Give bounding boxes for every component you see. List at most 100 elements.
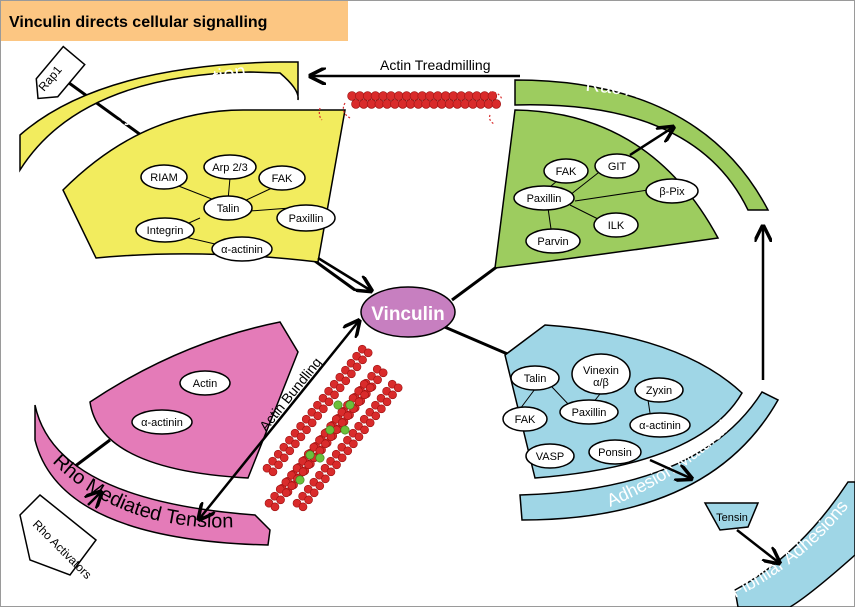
treadmilling-curl-arrows <box>318 91 503 125</box>
new-adhesion-arc <box>19 61 299 173</box>
actin-monomer <box>349 439 358 449</box>
actin-monomer <box>335 383 345 393</box>
yellow-sector <box>62 109 346 263</box>
actin-monomer <box>378 91 388 101</box>
blue-node-talin <box>510 365 560 391</box>
actin-monomer <box>281 488 291 498</box>
blue-label-fak: FAK <box>515 414 536 426</box>
to-fibrillar-arrow <box>736 529 778 562</box>
actin-monomer <box>390 99 400 109</box>
actin-monomer <box>452 99 462 109</box>
actin-monomer <box>343 446 353 456</box>
actin-monomer <box>429 99 439 109</box>
actin-monomer <box>401 91 412 101</box>
actin-monomer <box>417 91 427 101</box>
actin-monomer <box>388 390 397 400</box>
actin-monomer <box>291 439 300 449</box>
actin-monomer <box>448 91 459 101</box>
actin-monomer <box>315 481 325 491</box>
actin-monomer <box>321 474 330 484</box>
actin-monomer <box>421 99 431 109</box>
actin-monomer <box>437 99 447 109</box>
actin-monomer <box>352 362 362 372</box>
actin-monomer <box>302 425 311 435</box>
actin-monomer <box>343 411 353 421</box>
actin-monomer <box>468 99 478 109</box>
actin-monomer <box>270 502 280 512</box>
actin-monomer <box>460 99 470 109</box>
actin-monomer <box>371 411 381 421</box>
pink-sector <box>89 321 299 479</box>
bundling-protein <box>325 425 335 435</box>
actin-monomer <box>476 99 486 109</box>
pink-label-actin: Actin <box>193 378 217 390</box>
actin-monomer <box>370 91 381 101</box>
actin-monomer <box>307 418 317 428</box>
green-node-ilk <box>593 212 639 238</box>
vinculin-label: Vinculin <box>371 304 445 325</box>
actin-monomer <box>330 390 339 400</box>
actin-monomer <box>491 99 501 109</box>
actin-monomer <box>319 404 328 414</box>
green-label-ilk: ILK <box>608 220 625 232</box>
bundling-protein <box>340 425 350 435</box>
actin-monomer <box>285 446 295 456</box>
actin-monomer <box>425 91 435 101</box>
blue-node-ponsin <box>588 439 642 465</box>
actin-monomer <box>374 99 384 109</box>
rap1-box <box>35 45 86 100</box>
actin-monomer <box>313 411 323 421</box>
pink-label-alpha-actinin: α-actinin <box>141 417 183 429</box>
yellow-node-integrin <box>135 217 195 243</box>
blue-node-fak <box>502 406 548 432</box>
green-node-beta-pix <box>645 178 699 204</box>
actin-monomer <box>354 432 364 442</box>
actin-monomer <box>287 481 297 491</box>
green-label-paxillin: Paxillin <box>527 193 562 205</box>
actin-monomer <box>398 99 408 109</box>
to-rac-arrow <box>629 128 672 157</box>
actin-monomer <box>298 502 308 512</box>
actin-monomer <box>360 425 369 435</box>
blue-label-talin: Talin <box>524 373 547 385</box>
actin-monomer <box>347 369 356 379</box>
to-maturation-arrow <box>649 458 690 478</box>
actin-monomer <box>409 91 420 101</box>
blue-connector <box>439 323 511 357</box>
yellow-label-talin: Talin <box>217 203 240 215</box>
yellow-label-alpha-actinin: α-actinin <box>221 244 263 256</box>
yellow-node-talin <box>203 195 253 221</box>
yellow-label-paxillin: Paxillin <box>289 213 324 225</box>
actin-monomer <box>393 383 403 393</box>
pink-node-actin <box>179 370 231 396</box>
bundling-protein <box>315 453 325 463</box>
actin-monomer <box>332 460 341 470</box>
treadmilling-label: Actin Treadmilling <box>380 57 491 73</box>
yellow-label-fak: FAK <box>272 173 293 185</box>
actin-monomer <box>347 91 357 101</box>
actin-monomer <box>362 91 373 101</box>
title-bar: Vinculin directs cellular signalling <box>1 1 348 41</box>
actin-monomer <box>433 91 443 101</box>
actin-monomer <box>483 99 494 109</box>
actin-monomer <box>413 99 423 109</box>
actin-bundle <box>262 344 403 512</box>
rac-activity-arc <box>514 79 770 211</box>
bundling-protein <box>333 400 343 410</box>
bundling-protein <box>345 400 355 410</box>
actin-monomer <box>326 467 336 477</box>
actin-monomer <box>355 91 365 101</box>
bundling-protein <box>305 450 315 460</box>
actin-monomer <box>358 355 367 365</box>
blue-node-paxillin <box>559 399 619 425</box>
actin-monomer <box>321 439 330 449</box>
yellow-to-vinculin-arrow <box>317 256 370 290</box>
actin-monomer <box>354 397 364 407</box>
vinculin-node <box>360 286 456 338</box>
actin-monomer <box>363 348 373 358</box>
actin-monomer <box>304 495 313 505</box>
actin-monomer <box>456 91 466 101</box>
tensin-box <box>703 502 760 531</box>
green-label-fak: FAK <box>556 166 577 178</box>
